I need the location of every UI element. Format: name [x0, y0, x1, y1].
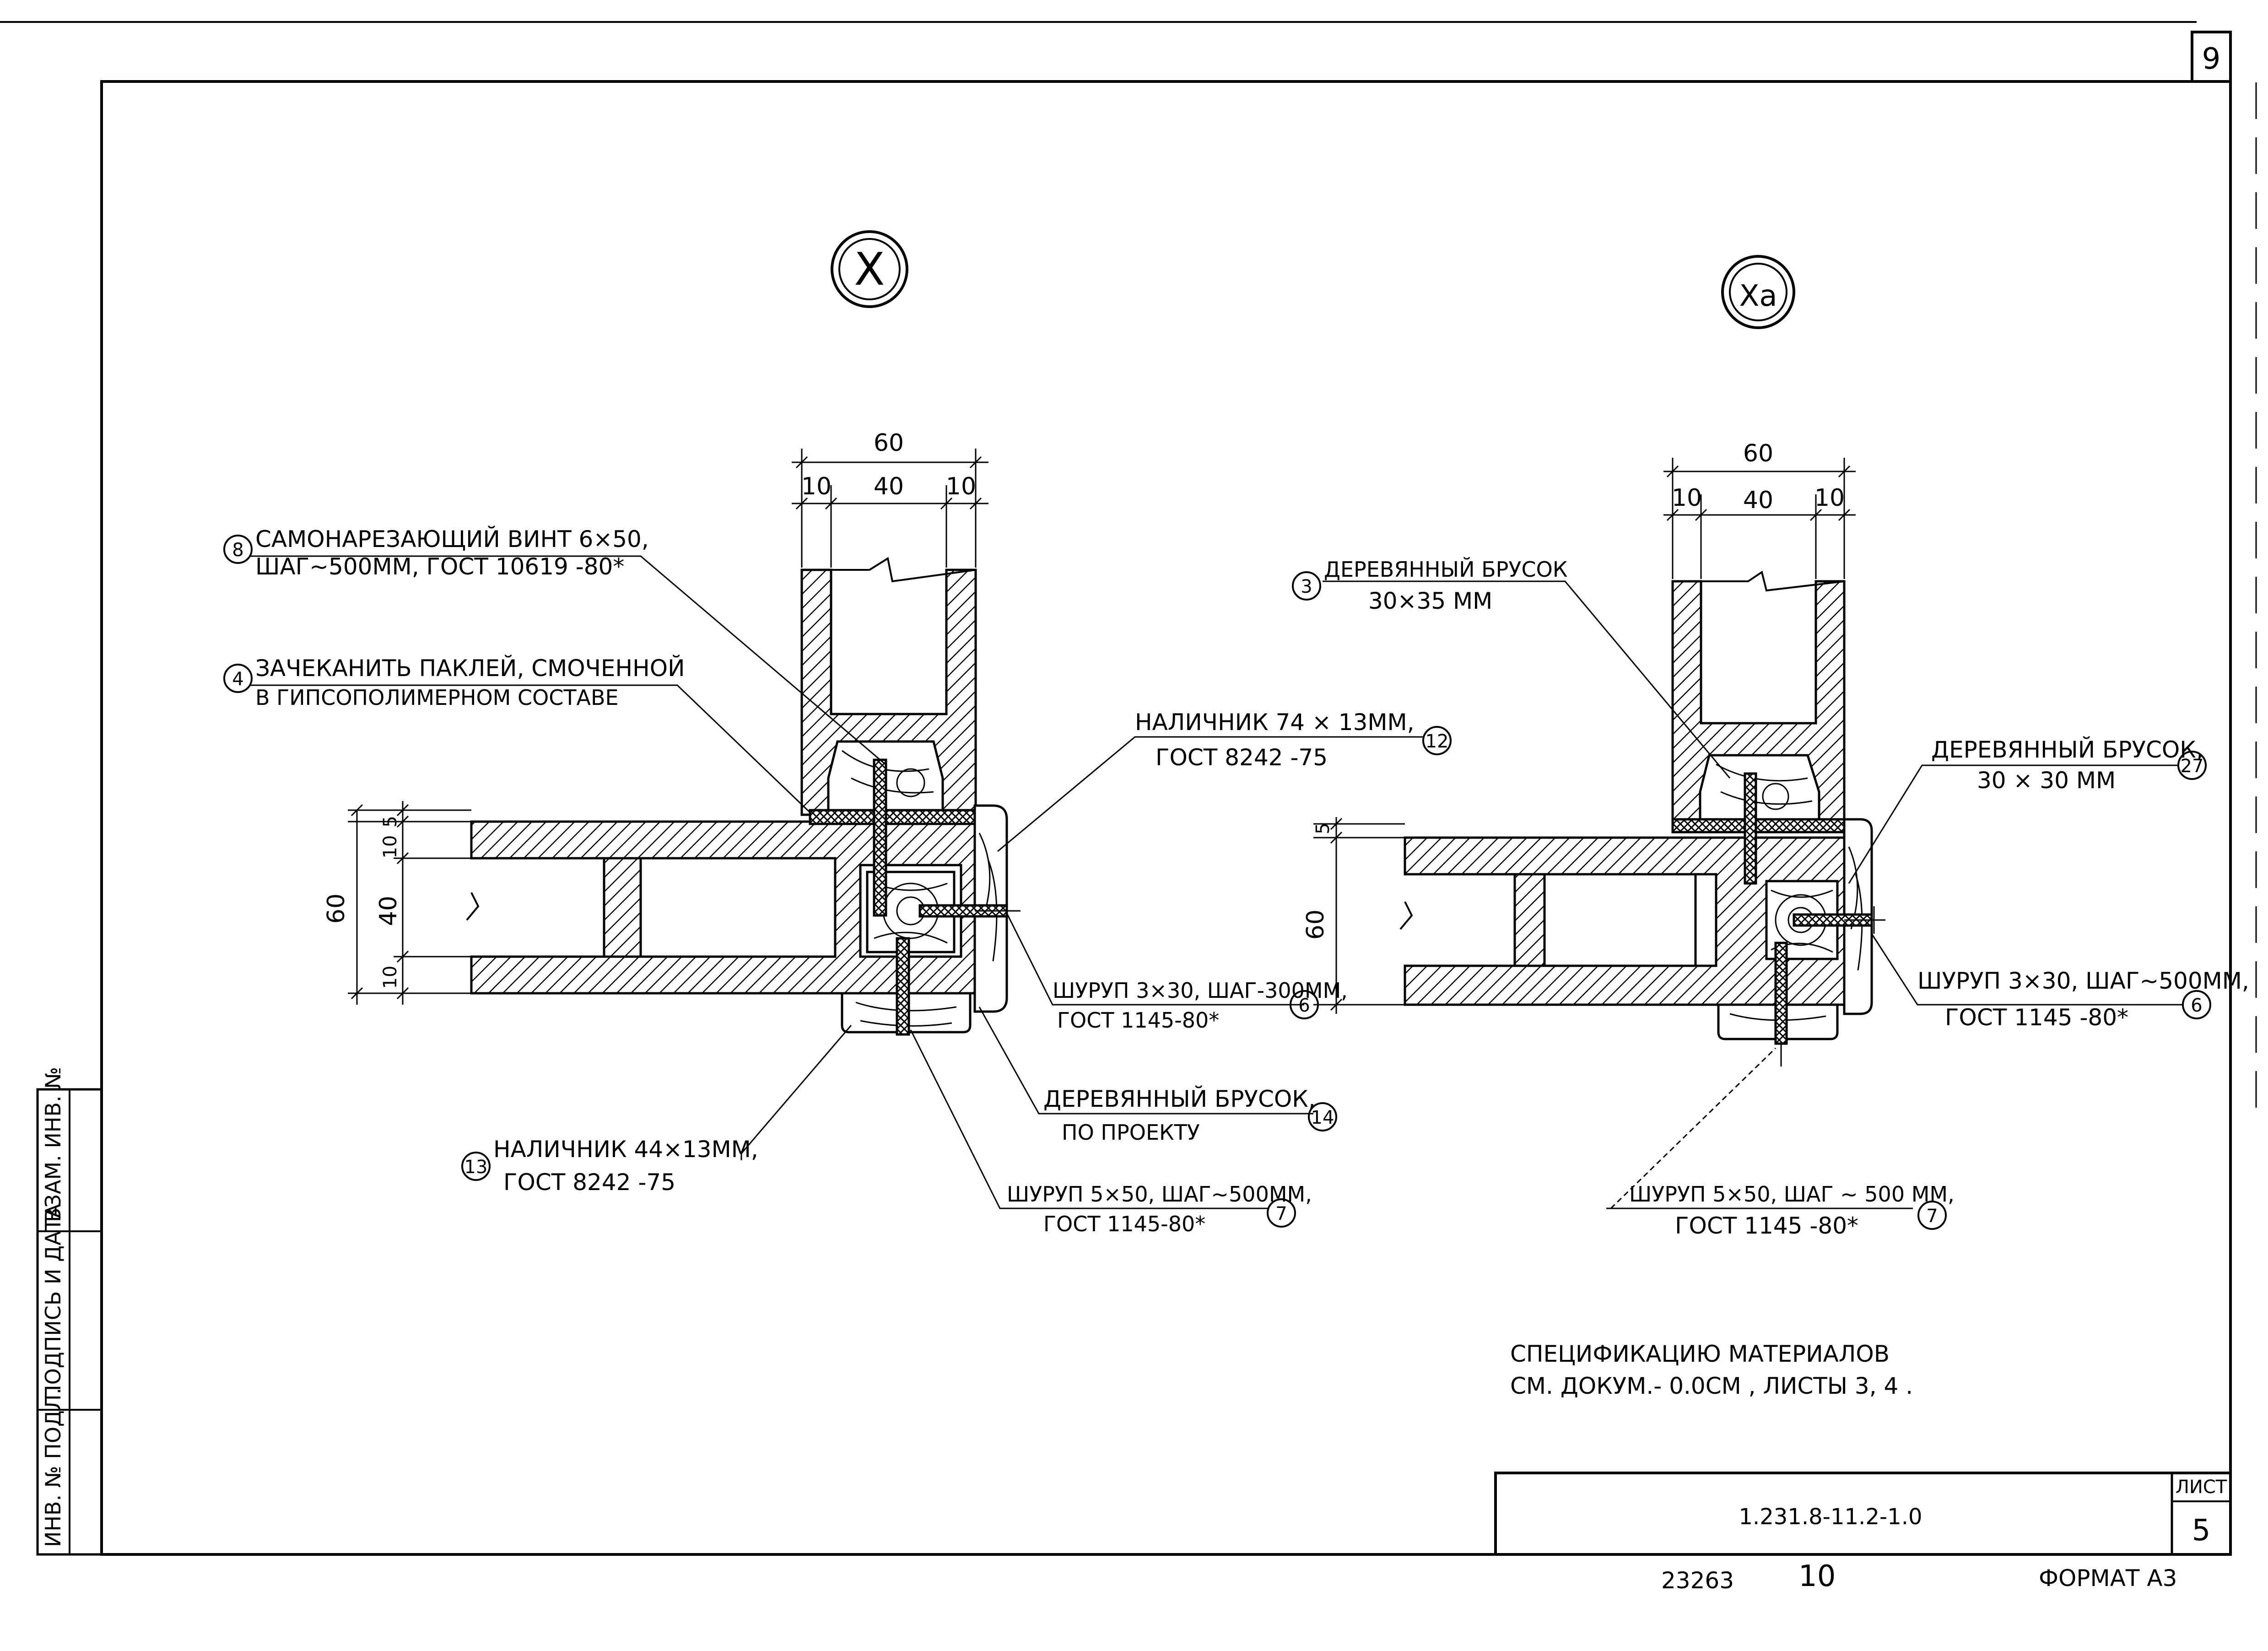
- callout-number: 7: [1926, 1206, 1938, 1227]
- callout-text-1: ШУРУП 3×30, ШАГ~500ММ,: [1917, 968, 2249, 994]
- detail-xa-callout-27: ДЕРЕВЯННЫЙ БРУСОК, 30 × 30 ММ 27: [1931, 736, 2207, 794]
- sheet-label: ЛИСТ: [2176, 1477, 2227, 1498]
- detail-xa-marker: Xa: [1721, 255, 1795, 329]
- detail-xa-dim-top-1: 10: [1672, 484, 1702, 512]
- sheet-number: 5: [2192, 1514, 2211, 1548]
- detail-x-marker: X: [831, 230, 908, 308]
- callout-number: 3: [1301, 576, 1312, 597]
- callout-number: 12: [1426, 731, 1449, 752]
- frame: [0, 21, 2257, 1556]
- callout-number: 27: [2181, 756, 2204, 777]
- callout-text-1: САМОНАРЕЗАЮЩИЙ ВИНТ 6×50,: [255, 525, 649, 552]
- callout-number: 13: [464, 1157, 488, 1178]
- detail-x-dim-total-left: 60: [323, 893, 350, 924]
- callout-text-1: ШУРУП 5×50, ШАГ~500ММ,: [1007, 1182, 1312, 1207]
- detail-x-dim-left-2: 40: [375, 896, 402, 926]
- document-code: 1.231.8-11.2-1.0: [1739, 1504, 1922, 1530]
- sheet-format: ФОРМАТ А3: [2039, 1565, 2177, 1591]
- detail-xa-leaders: [1323, 580, 2183, 1209]
- detail-x-leaders: [249, 555, 1423, 1209]
- callout-text-2: ГОСТ 8242 -75: [503, 1169, 675, 1196]
- callout-number: 4: [232, 669, 243, 690]
- detail-x-dim-top-2: 40: [874, 473, 904, 500]
- callout-text-2: 30 × 30 ММ: [1977, 767, 2116, 794]
- detail-x-dim-left-1: 10: [380, 835, 401, 859]
- callout-text-1: НАЛИЧНИК 44×13ММ,: [493, 1136, 758, 1163]
- callout-text-2: ПО ПРОЕКТУ: [1062, 1120, 1200, 1145]
- detail-x: X: [223, 230, 1452, 1236]
- detail-x-callout-7: ШУРУП 5×50, ШАГ~500ММ, ГОСТ 1145-80* 7: [1007, 1182, 1312, 1236]
- detail-xa-mark: Xa: [1739, 279, 1777, 313]
- detail-xa-dim-total-left: 60: [1302, 909, 1329, 940]
- detail-x-screws: [873, 758, 1021, 1036]
- callout-text-2: ГОСТ 1145 -80*: [1945, 1004, 2128, 1031]
- title-stamp: 1.231.8-11.2-1.0 ЛИСТ 5: [1494, 1472, 2232, 1556]
- callout-text-1: НАЛИЧНИК 74 × 13ММ,: [1135, 709, 1415, 736]
- detail-x-dim-total-top: 60: [874, 429, 904, 457]
- callout-text-1: ШУРУП 5×50, ШАГ ~ 500 ММ,: [1629, 1182, 1955, 1207]
- callout-number: 8: [232, 540, 243, 561]
- copy-number: 10: [1798, 1559, 1836, 1593]
- callout-text-2: ГОСТ 1145-80*: [1043, 1212, 1205, 1236]
- callout-text-1: ЗАЧЕКАНИТЬ ПАКЛЕЙ, СМОЧЕННОЙ: [255, 655, 685, 682]
- detail-xa-dim-total-top: 60: [1743, 440, 1773, 467]
- callout-number: 6: [1298, 995, 1310, 1016]
- detail-x-callout-12: НАЛИЧНИК 74 × 13ММ, ГОСТ 8242 -75 12: [1135, 709, 1452, 771]
- side-stamp-inv-podl: ИНВ. № ПОДЛ.: [41, 1388, 65, 1547]
- callout-text-1: ДЕРЕВЯННЫЙ БРУСОК,: [1043, 1085, 1316, 1112]
- archive-number: 23263: [1661, 1567, 1734, 1594]
- detail-x-dim-top-3: 10: [946, 473, 976, 500]
- detail-xa: Xa: [1292, 255, 2249, 1239]
- detail-xa-dim-top-3: 10: [1814, 484, 1845, 512]
- callout-text-2: ГОСТ 1145 -80*: [1675, 1213, 1858, 1239]
- callout-text-1: ШУРУП 3×30, ШАГ-300ММ,: [1053, 978, 1348, 1003]
- detail-xa-callout-3: 3 ДЕРЕВЯННЫЙ БРУСОК 30×35 ММ: [1292, 557, 1567, 614]
- callout-text-2: 30×35 ММ: [1368, 588, 1492, 614]
- detail-xa-screws: [1744, 772, 1885, 1066]
- callout-text-2: ГОСТ 1145-80*: [1057, 1008, 1219, 1033]
- callout-number: 7: [1275, 1203, 1287, 1224]
- page-number: 9: [2202, 42, 2221, 76]
- detail-x-callout-8: 8 САМОНАРЕЗАЮЩИЙ ВИНТ 6×50, ШАГ~500ММ, Г…: [223, 525, 649, 580]
- side-stamp-signature: ПОДПИСЬ И ДАТА: [41, 1203, 65, 1401]
- bottom-text: 23263 10 ФОРМАТ А3: [1661, 1559, 2177, 1594]
- page-number-box: 9: [2191, 31, 2232, 83]
- detail-x-dims-left: [348, 801, 471, 1005]
- callout-number: 6: [2191, 995, 2202, 1016]
- detail-xa-dim-left-gap: 5: [1312, 823, 1334, 834]
- detail-x-dims-top: [792, 449, 988, 568]
- callout-number: 14: [1311, 1107, 1334, 1128]
- detail-xa-dims-top: [1663, 458, 1856, 579]
- detail-x-dim-left-3: 10: [380, 966, 401, 989]
- detail-x-dim-top-1: 10: [801, 473, 832, 500]
- detail-xa-dims-left: [1313, 817, 1405, 1014]
- callout-text-1: ДЕРЕВЯННЫЙ БРУСОК,: [1931, 736, 2203, 763]
- note-line-2: СМ. ДОКУМ.- 0.0СМ , ЛИСТЫ 3, 4 .: [1510, 1373, 1913, 1399]
- detail-x-callout-13: 13 НАЛИЧНИК 44×13ММ, ГОСТ 8242 -75: [461, 1136, 758, 1196]
- callout-text-2: ГОСТ 8242 -75: [1156, 744, 1328, 771]
- note-line-1: СПЕЦИФИКАЦИЮ МАТЕРИАЛОВ: [1510, 1341, 1890, 1367]
- detail-x-callout-14: ДЕРЕВЯННЫЙ БРУСОК, ПО ПРОЕКТУ 14: [1043, 1085, 1337, 1145]
- detail-xa-horizontal-profile: [1399, 836, 1846, 1006]
- materials-note: СПЕЦИФИКАЦИЮ МАТЕРИАЛОВ СМ. ДОКУМ.- 0.0С…: [1510, 1341, 1913, 1399]
- detail-x-callout-6: ШУРУП 3×30, ШАГ-300ММ, ГОСТ 1145-80* 6: [1053, 978, 1348, 1033]
- detail-x-mark: X: [854, 244, 885, 296]
- callout-text-1: ДЕРЕВЯННЫЙ БРУСОК: [1324, 557, 1567, 582]
- detail-xa-callout-6: ШУРУП 3×30, ШАГ~500ММ, ГОСТ 1145 -80* 6: [1917, 968, 2249, 1031]
- detail-xa-callout-7: ШУРУП 5×50, ШАГ ~ 500 ММ, ГОСТ 1145 -80*…: [1629, 1182, 1955, 1239]
- detail-x-callout-4: 4 ЗАЧЕКАНИТЬ ПАКЛЕЙ, СМОЧЕННОЙ В ГИПСОПО…: [223, 655, 685, 710]
- detail-xa-dim-top-2: 40: [1743, 487, 1773, 514]
- side-stamp-vzam: ВЗАМ. ИНВ. №: [41, 1067, 65, 1222]
- detail-x-dim-left-gap: 5: [380, 816, 401, 827]
- callout-text-2: В ГИПСОПОЛИМЕРНОМ СОСТАВЕ: [255, 685, 619, 710]
- callout-text-2: ШАГ~500ММ, ГОСТ 10619 -80*: [255, 553, 624, 580]
- side-stamp: ИНВ. № ПОДЛ. ПОДПИСЬ И ДАТА ВЗАМ. ИНВ. №: [36, 1067, 103, 1556]
